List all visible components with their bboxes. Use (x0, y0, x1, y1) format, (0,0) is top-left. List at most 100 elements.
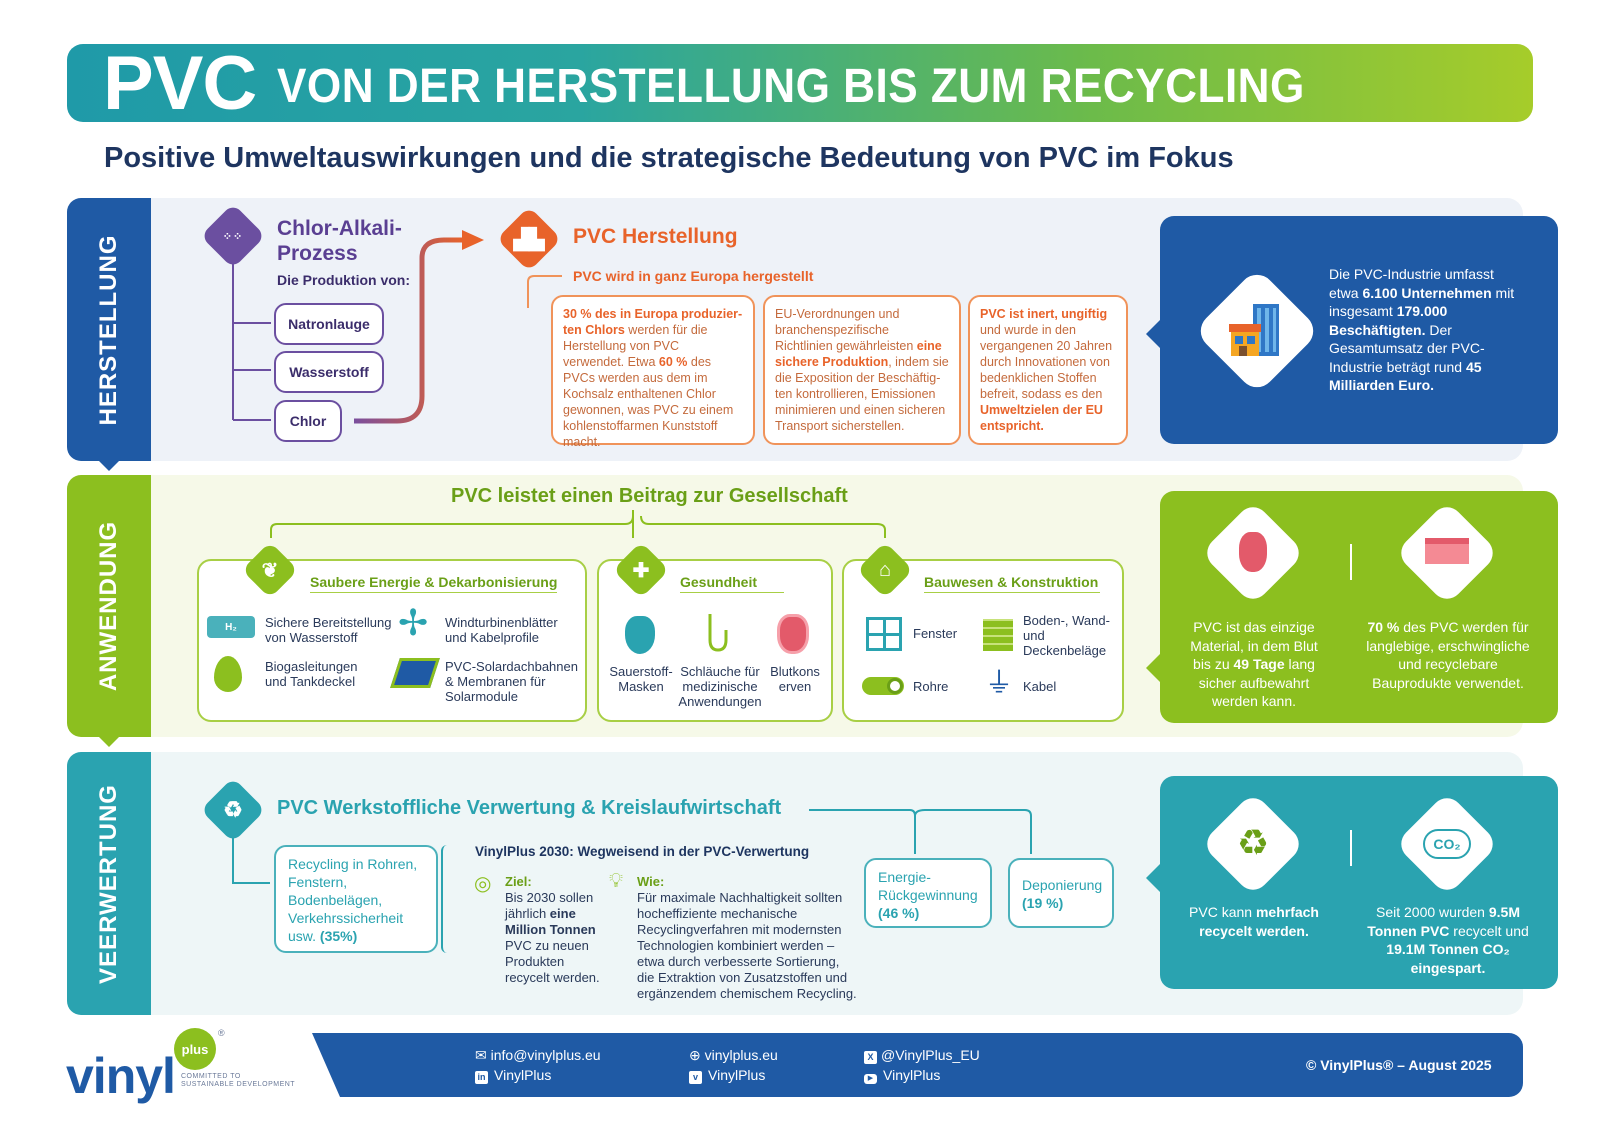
energy-item-hydrogen: Sichere Bereitstellung von Wasserstoff (265, 615, 392, 645)
window-icon (866, 617, 902, 651)
co2-fact-t2: recycelt und (1449, 922, 1529, 939)
inert-box: PVC ist inert, ungiftig und wurde in den… (968, 295, 1128, 445)
cable-plug-icon: ⏚ (985, 667, 1014, 698)
chlor-alkali-title-line2: Prozess (277, 242, 358, 265)
industry-box-pointer (1146, 318, 1162, 350)
blood-fact-text: PVC ist das einzige Material, in dem Blu… (1180, 618, 1328, 711)
footer-web[interactable]: ⊕ vinylplus.eu (689, 1047, 778, 1064)
wind-turbine-icon: ✢ (398, 602, 429, 643)
verwertung-title: PVC Werkstoffliche Verwertung & Kreislau… (277, 797, 782, 819)
house-icon: ⌂ (856, 541, 914, 599)
regulation-box: EU-Verordnungen und branchenspezifische … (763, 295, 961, 445)
blood-fact-t1: PVC ist das einzige Material, in dem Blu… (1190, 619, 1318, 672)
vinylplus-logo: vinyl plus ® COMMITTED TO SUSTAINABLE DE… (66, 1028, 306, 1110)
target-icon: ◎ (474, 873, 492, 895)
inert-text: und wurde in den vergangenen 20 Jahren d… (980, 323, 1113, 401)
verwertung-tab: VEERWERTUNG (67, 752, 151, 1015)
flow-arrow (354, 230, 484, 424)
inert-bold: PVC ist inert, ungiftig (980, 307, 1108, 321)
vinylplus-2030-title: VinylPlus 2030: Wegweisend in der PVC-Ve… (475, 844, 810, 859)
facts-divider (1350, 830, 1352, 866)
verwertung-tab-label: VEERWERTUNG (95, 783, 122, 984)
verwertung-facts-box (1160, 776, 1558, 989)
industry-text1: Die PVC-Industrie umfasst etwa (1329, 266, 1494, 301)
energy-recovery-text: Energie-Rückgewinnung (878, 869, 978, 903)
verwertung-box-pointer (1146, 862, 1162, 894)
chlor-usage-text: werden für die Herstellung von PVC verwe… (563, 323, 708, 369)
energy-recovery-box: Energie-Rückgewinnung (46 %) (864, 858, 992, 928)
wie-label: Wie: (637, 874, 665, 889)
footer-youtube[interactable]: ▶VinylPlus (864, 1067, 940, 1084)
lightbulb-icon: 💡︎ (609, 870, 623, 892)
logo-tagline: COMMITTED TO SUSTAINABLE DEVELOPMENT (181, 1073, 295, 1089)
email-text: info@vinylplus.eu (490, 1047, 601, 1063)
globe-icon: ⊕ (689, 1047, 705, 1063)
mail-icon: ✉ (475, 1047, 491, 1063)
buildings-icon (1193, 267, 1321, 395)
energy-recovery-percent: (46 %) (878, 905, 920, 921)
product-chlor: Chlor (274, 400, 342, 442)
health-shield-icon: ✚ (612, 541, 670, 599)
anwendung-tab: ANWENDUNG (67, 475, 151, 747)
health-title: Gesundheit (680, 574, 784, 593)
verwertung-lines (232, 809, 1032, 884)
regulation-text2: , indem sie die Exposition der Beschäfti… (775, 355, 949, 433)
hydrogen-icon: H₂ (207, 616, 255, 638)
co2-fact-tonnes: 9.5M Tonnen PVC (1367, 904, 1520, 939)
health-item-blood: Blutkons erven (770, 664, 820, 694)
recycle-fact-icon: ♻ (1200, 791, 1306, 897)
construction-fact-t1: des PVC werden für langlebige, erschwing… (1366, 619, 1530, 691)
landfill-box: Deponierung (19 %) (1008, 858, 1114, 928)
youtube-text: VinylPlus (883, 1067, 941, 1083)
main-title: VON DER HERSTELLUNG BIS ZUM RECYCLING (277, 60, 1305, 113)
chlor-usage-percent: 60 % (658, 355, 688, 369)
energy-item-biogas: Biogasleitungen und Tankdeckel (265, 659, 358, 689)
tab-notch (97, 735, 121, 747)
blood-fact-t2: lang sicher aufbewahrt werden kann. (1198, 656, 1315, 709)
co2-icon-label: CO₂ (1423, 829, 1471, 859)
industry-employees: 179.000 Beschäftigten. (1329, 303, 1448, 338)
title-banner: PVC VON DER HERSTELLUNG BIS ZUM RECYCLIN… (67, 41, 1533, 126)
construction-fact-percent: 70 % (1367, 619, 1400, 635)
anwendung-title: PVC leistet einen Beitrag zur Gesellscha… (451, 485, 848, 507)
chlor-alkali-title-line1: Chlor-Alkali- (277, 217, 402, 240)
building-item-cables: Kabel (1023, 679, 1057, 694)
logo-registered: ® (218, 1028, 225, 1038)
co2-fact-saved: 19.1M Tonnen CO₂ eingespart. (1386, 941, 1510, 976)
footer-x[interactable]: X@VinylPlus_EU (864, 1047, 980, 1064)
building-item-window: Fenster (913, 626, 958, 641)
ziel-t1: Bis 2030 sollen jährlich (505, 890, 594, 921)
tab-notch (97, 459, 121, 471)
health-item-tubes: Schläuche für medizinische Anwendungen (678, 664, 762, 709)
industry-text2: mit insgesamt (1329, 284, 1515, 320)
chlor-usage-box: 30 % des in Europa produzier-ten Chlors … (551, 295, 755, 449)
building-item-pipes: Rohre (913, 679, 949, 694)
chlor-usage-bold: 30 % des in Europa produzier-ten Chlors (563, 307, 743, 337)
ziel-label: Ziel: (505, 874, 532, 889)
chlor-tree-lines (232, 255, 271, 421)
anwendung-box-pointer (1146, 652, 1162, 684)
energy-item-solar: PVC-Solardachbahnen & Membranen für Sola… (445, 659, 578, 704)
chlor-usage-text2: des PVCs werden aus dem im Kochsalz enth… (563, 355, 734, 449)
chlor-alkali-icon: ⁘⁘ (200, 203, 266, 269)
herstellung-tab: HERSTELLUNG (67, 198, 151, 471)
multi-recycle-fact: PVC kann mehrfach recycelt werden. (1180, 903, 1328, 940)
blood-fact-days: 49 Tage (1233, 656, 1285, 672)
landfill-text: Deponierung (1022, 877, 1103, 893)
landfill-percent: (19 %) (1022, 895, 1064, 911)
inert-bold2: Umweltzielen der EU entspricht. (980, 403, 1103, 433)
herstellung-tab-label: HERSTELLUNG (95, 234, 122, 425)
x-icon: X (864, 1051, 877, 1064)
industry-facts-text: Die PVC-Industrie umfasst etwa 6.100 Unt… (1329, 265, 1527, 395)
ziel-text: Bis 2030 sollen jährlich eine Million To… (505, 890, 605, 986)
footer-email[interactable]: ✉ info@vinylplus.eu (475, 1047, 601, 1064)
vimeo-icon: v (689, 1071, 702, 1084)
logo-tagline-2: SUSTAINABLE DEVELOPMENT (181, 1081, 296, 1088)
pvc-herstellung-subtitle: PVC wird in ganz Europa hergestellt (573, 268, 814, 284)
logo-plus-badge: plus (174, 1028, 216, 1070)
linkedin-text: VinylPlus (494, 1067, 552, 1083)
energy-item-wind: Windturbinenblätter und Kabelprofile (445, 615, 558, 645)
